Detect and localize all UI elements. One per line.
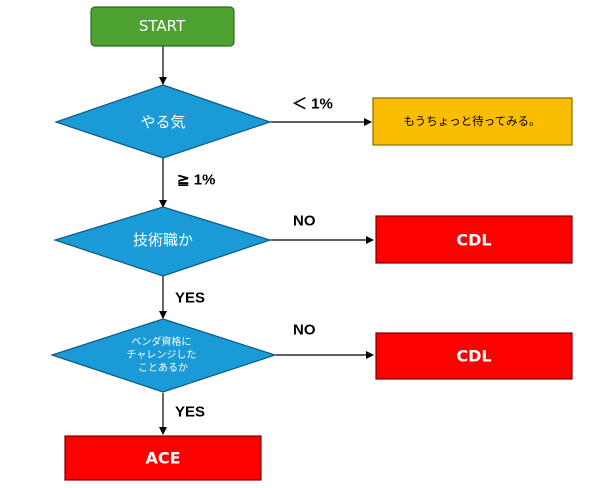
wait-node — [372, 97, 573, 146]
cdl-label-2: CDL — [456, 347, 491, 366]
wait-label: もうちょっと待ってみる。 — [403, 114, 540, 128]
edge-label-yes1: YES — [175, 290, 205, 307]
motivation-label: やる気 — [140, 113, 185, 131]
cdl-label-1: CDL — [456, 231, 491, 250]
tech-role-label: 技術職か — [133, 231, 193, 249]
ace-node — [64, 435, 262, 481]
edge-label-ge1: ≧ 1% — [177, 172, 215, 189]
cdl-node-1 — [375, 215, 573, 264]
vendor-cert-decision — [50, 318, 277, 393]
start-node — [90, 6, 235, 47]
motivation-decision — [54, 84, 272, 159]
vendor-cert-line-2: チャレンジした — [126, 349, 196, 361]
tech-role-decision — [53, 206, 272, 277]
ace-label: ACE — [145, 449, 180, 468]
vendor-cert-line-3: ことあるか — [138, 362, 188, 374]
start-label: START — [139, 17, 186, 35]
edge-label-yes2: YES — [175, 404, 205, 421]
edge-label-no1: NO — [293, 213, 316, 230]
cdl-node-2 — [375, 332, 573, 380]
vendor-cert-label: ベンダ資格に チャレンジした ことあるか — [126, 335, 199, 374]
vendor-cert-line-1: ベンダ資格に — [131, 335, 191, 348]
edge-label-no2: NO — [293, 322, 316, 339]
edge-label-lt1: ＜ 1% — [292, 96, 333, 113]
